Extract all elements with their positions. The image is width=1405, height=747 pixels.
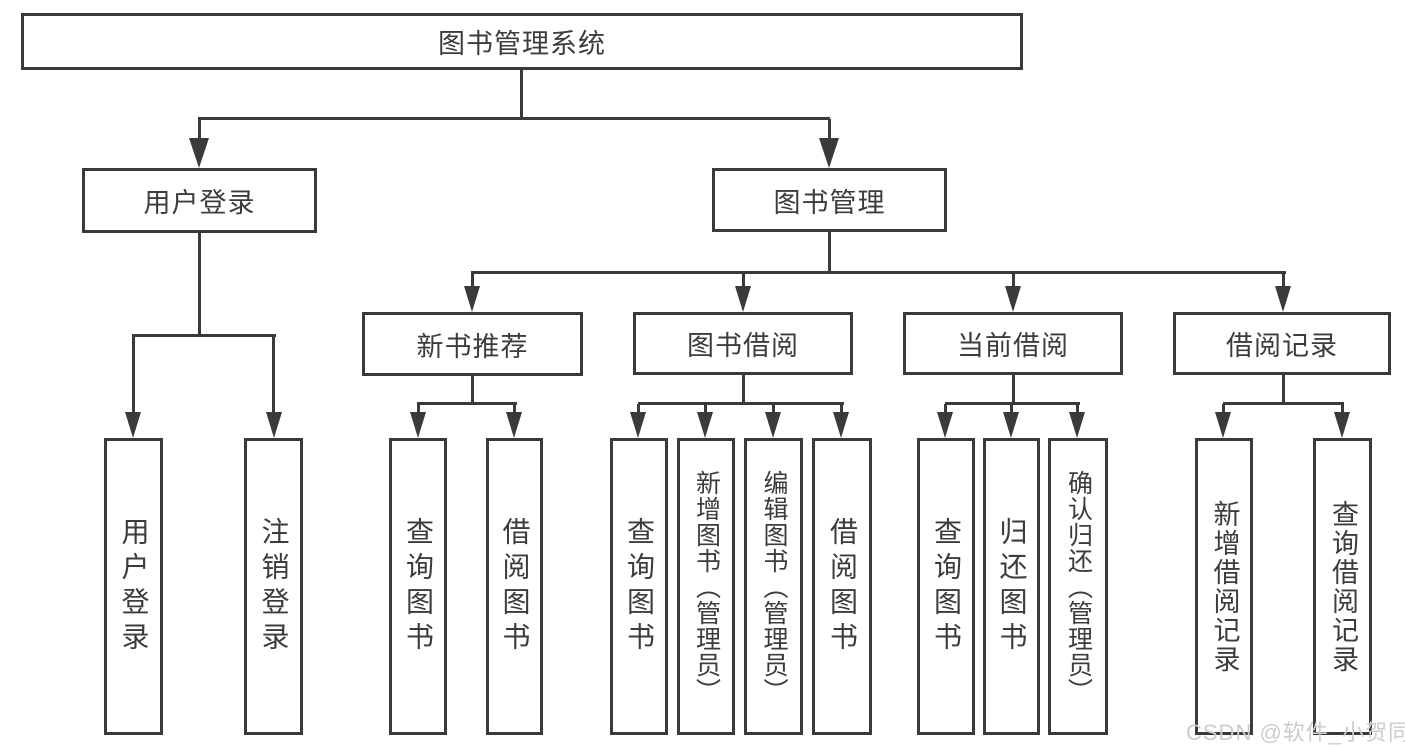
connector-stem	[1010, 404, 1013, 416]
connector-stem	[944, 404, 947, 416]
arrowhead	[1215, 412, 1231, 438]
leaf-query-borrow-record: 查询借阅记录	[1313, 438, 1372, 735]
arrowhead	[410, 412, 426, 438]
leaf-label: 借阅图书	[827, 516, 858, 657]
node-book-borrowing: 图书借阅	[633, 312, 853, 375]
arrowhead	[697, 412, 713, 438]
arrowhead	[833, 412, 849, 438]
connector-stem	[272, 336, 275, 414]
connector-level2-rail	[198, 117, 830, 120]
connector-stem	[772, 404, 775, 416]
arrowhead	[464, 286, 480, 312]
connector-newbook-stem	[471, 375, 474, 404]
connector-stem	[1076, 404, 1079, 416]
arrowhead	[1005, 286, 1021, 312]
connector-stem	[828, 119, 831, 145]
connector-stem	[513, 404, 516, 416]
connector-stem	[471, 273, 474, 288]
csdn-watermark: CSDN @软件_小贺同学	[1186, 720, 1405, 745]
leaf-label: 确认归还（管理员）	[1064, 469, 1093, 704]
connector-stem	[840, 404, 843, 416]
node-new-book-recommend: 新书推荐	[362, 312, 583, 376]
node-root: 图书管理系统	[21, 13, 1023, 70]
connector-records-stem	[1282, 374, 1285, 404]
connector-bookborrow-rail	[638, 402, 844, 405]
connector-userlogin-stem	[198, 233, 201, 336]
leaf-confirm-return-admin: 确认归还（管理员）	[1048, 438, 1108, 735]
node-book-management: 图书管理	[712, 168, 947, 232]
connector-bookmgmt-stem	[828, 232, 831, 273]
connector-stem	[1341, 404, 1344, 416]
connector-currentborrow-rail	[945, 402, 1080, 405]
leaf-borrow-books-recommend: 借阅图书	[486, 438, 543, 735]
arrowhead	[189, 138, 209, 168]
connector-stem	[1012, 273, 1015, 288]
arrowhead	[1275, 286, 1291, 312]
connector-stem	[637, 404, 640, 416]
leaf-return-books: 归还图书	[983, 438, 1040, 735]
connector-stem	[742, 273, 745, 288]
connector-newbook-rail	[417, 402, 517, 405]
arrowhead	[1334, 412, 1350, 438]
leaf-label: 查询图书	[624, 516, 655, 657]
arrowhead	[937, 412, 953, 438]
leaf-label: 新增图书（管理员）	[692, 469, 721, 704]
connector-root-stem	[520, 69, 523, 119]
connector-stem	[1282, 273, 1285, 288]
leaf-edit-books-admin: 编辑图书（管理员）	[744, 438, 803, 735]
leaf-label: 归还图书	[996, 516, 1028, 657]
connector-level3-rail	[471, 271, 1286, 274]
leaf-query-books-recommend: 查询图书	[389, 438, 447, 735]
leaf-label: 查询图书	[931, 516, 962, 657]
leaf-borrow-books: 借阅图书	[812, 438, 872, 735]
leaf-label: 查询借阅记录	[1328, 499, 1358, 674]
connector-userlogin-rail	[132, 334, 276, 337]
node-user-login: 用户登录	[82, 168, 317, 233]
connector-stem	[1222, 404, 1225, 416]
connector-stem	[198, 119, 201, 145]
leaf-add-borrow-record: 新增借阅记录	[1195, 438, 1253, 735]
leaf-query-books-borrow: 查询图书	[610, 438, 668, 735]
connector-bookborrow-stem	[742, 374, 745, 404]
arrowhead	[266, 412, 282, 438]
arrowhead	[630, 412, 646, 438]
arrowhead	[506, 412, 522, 438]
connector-currentborrow-stem	[1012, 374, 1015, 404]
leaf-logout: 注销登录	[244, 438, 303, 735]
arrowhead	[819, 138, 839, 168]
leaf-query-books-current: 查询图书	[917, 438, 975, 735]
leaf-label: 借阅图书	[499, 516, 531, 657]
connector-stem	[704, 404, 707, 416]
leaf-label: 新增借阅记录	[1209, 499, 1240, 674]
arrowhead	[125, 412, 141, 438]
arrowhead	[765, 412, 781, 438]
node-borrowing-records: 借阅记录	[1173, 312, 1391, 375]
connector-stem	[132, 336, 135, 414]
connector-stem	[417, 404, 420, 416]
leaf-label: 注销登录	[258, 516, 290, 657]
leaf-label: 查询图书	[403, 516, 434, 657]
arrowhead	[1069, 412, 1085, 438]
node-current-borrowing: 当前借阅	[903, 312, 1123, 375]
arrowhead	[1003, 412, 1019, 438]
arrowhead	[735, 286, 751, 312]
connector-records-rail	[1223, 402, 1344, 405]
leaf-user-login: 用户登录	[104, 438, 163, 735]
leaf-label: 用户登录	[118, 516, 150, 657]
leaf-label: 编辑图书（管理员）	[760, 469, 788, 704]
leaf-add-books-admin: 新增图书（管理员）	[677, 438, 735, 735]
